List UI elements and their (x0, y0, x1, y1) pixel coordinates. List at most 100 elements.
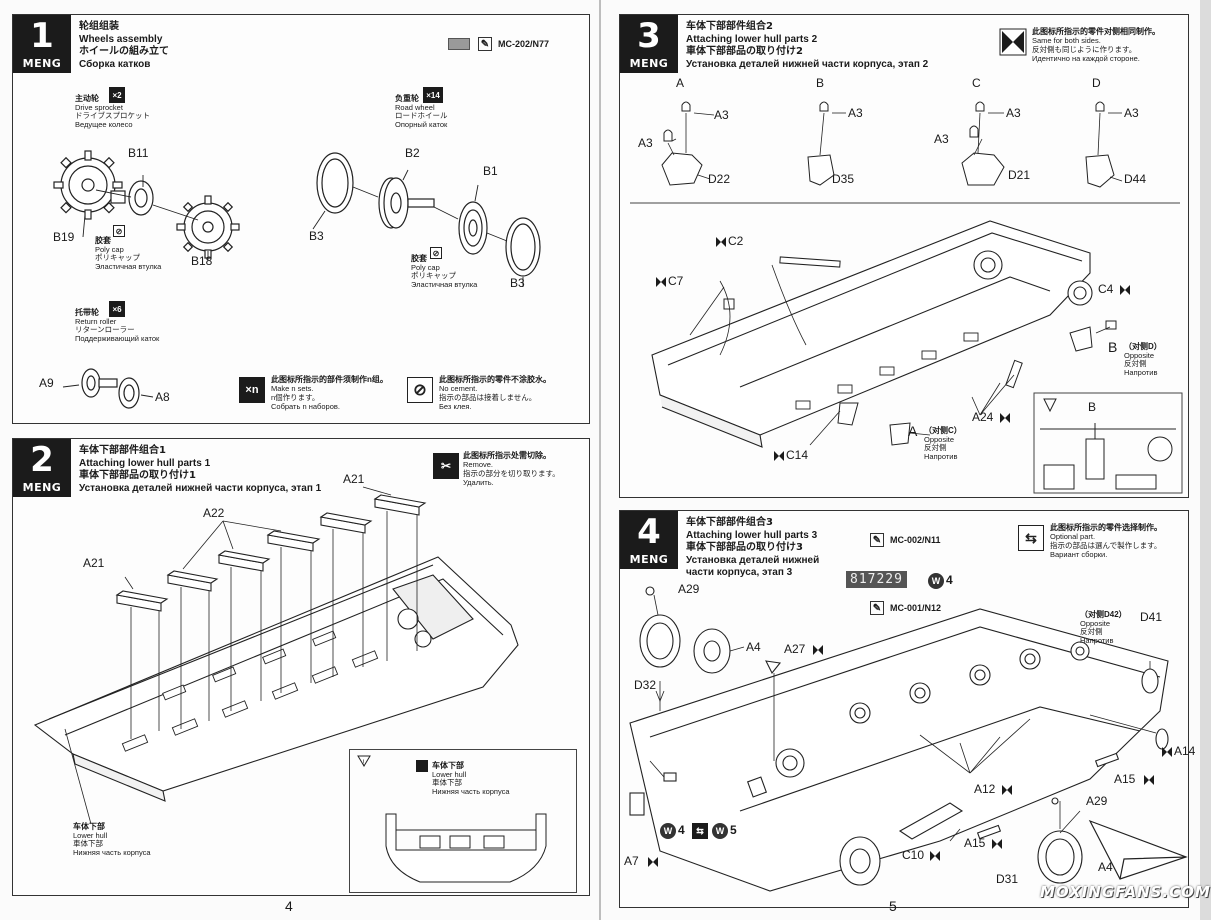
inset-hull-section: ! (357, 755, 547, 883)
part-a7: A7 (624, 854, 639, 868)
step-badge: 2 MENG (13, 439, 71, 497)
make-n-en: Make n sets. (271, 384, 314, 393)
opposite-c-ja: 反対側 (924, 443, 947, 452)
return-roller-label: 托带轮 Return roller リターンローラー Поддерживающи… (75, 308, 159, 343)
paint-callout: ✎ MC-202/N77 (448, 37, 549, 51)
opposite-d-ja: 反対側 (1124, 359, 1147, 368)
part-a3: A3 (1124, 106, 1139, 120)
sprocket-en: Drive sprocket (75, 102, 123, 112)
no-cement-en: No cement. (439, 384, 478, 393)
part-a15: A15 (964, 836, 986, 850)
no-cement-ru: Без клея. (439, 402, 472, 411)
lower-hull-diagram (33, 486, 519, 825)
poly-cap-ru: Эластичная втулка (411, 279, 478, 289)
page-number: 5 (889, 898, 897, 914)
step-title-ja: 車体下部部品の取り付け2 (686, 46, 803, 57)
brand-logo: MENG (22, 481, 62, 494)
part-a9: A9 (39, 376, 54, 390)
part-b18: B18 (191, 254, 213, 268)
no-cement-icon: ⊘ (113, 225, 125, 237)
step-title-ru: Установка деталей нижней части корпуса, … (79, 482, 322, 494)
opposite-d-ru: Напротив (1124, 367, 1158, 377)
sprocket-ru: Ведущее колесо (75, 119, 133, 129)
optional-part-icon: ⇆ (1018, 525, 1044, 551)
part-b2: B2 (405, 146, 420, 160)
paint-code-1: MC-002/N11 (890, 535, 941, 545)
step-title-ru: Сборка катков (79, 58, 151, 70)
same-both-ja: 反対側も同じように作ります。 (1032, 45, 1137, 54)
same-both-sides-note: 此图标所指示的零件对侧相同制作。 Same for both sides. 反対… (1032, 27, 1160, 63)
step-title-ja: 車体下部部品の取り付け1 (79, 470, 196, 481)
step-title-en: Attaching lower hull parts 1 (79, 457, 211, 469)
paint-swatch (448, 38, 470, 50)
opposite-d42-en: Opposite (1080, 618, 1111, 628)
brush-icon: ✎ (870, 533, 884, 547)
page-number: 4 (285, 898, 293, 914)
water-decal-icon: W (660, 823, 676, 839)
part-a27: A27 (784, 642, 806, 656)
no-cement-note: 此图标所指示的零件不涂胶水。 No cement. 指示の部品は接着しません。 … (439, 375, 551, 411)
decal-swap-icon: ⇆ (692, 823, 708, 839)
step-title-en: Attaching lower hull parts 2 (686, 33, 818, 45)
opposite-c-zh: （对侧C） (924, 426, 962, 435)
step-number: 4 (637, 512, 661, 552)
step-title-zh: 轮组组装 (79, 21, 119, 32)
opposite-d42-ru: Напротив (1080, 635, 1114, 645)
optional-ja: 指示の部品は選んで製作します。 (1050, 541, 1162, 550)
step-title-en: Wheels assembly (79, 33, 163, 45)
sprocket-label: 主动轮 Drive sprocket ドライブスプロケット Ведущее ко… (75, 94, 150, 129)
paint-code-2: MC-001/N12 (890, 603, 942, 613)
quantity-badge: ×6 (109, 301, 125, 317)
water-decal-icon: W (712, 823, 728, 839)
part-c7: C7 (668, 274, 684, 288)
lower-hull-en: Lower hull (73, 830, 108, 840)
step-4-diagram (629, 586, 1188, 892)
step-title-group: 车体下部部件组合2 Attaching lower hull parts 2 車… (686, 21, 928, 71)
no-cement-icon: ⊘ (407, 377, 433, 403)
same-both-sides-icon (999, 28, 1027, 56)
part-d21: D21 (1008, 168, 1031, 182)
part-a21: A21 (343, 472, 365, 486)
step-title-ja: ホイールの組み立て (79, 46, 169, 57)
same-both-ru: Идентично на каждой стороне. (1032, 54, 1140, 63)
inset-lower-hull-label: 车体下部 Lower hull 車体下部 Нижняя часть корпус… (432, 761, 510, 796)
same-both-en: Same for both sides. (1032, 36, 1101, 45)
instruction-page-left: 1 MENG 轮组组装 Wheels assembly ホイールの組み立て Сб… (0, 0, 599, 920)
opposite-d-en: Opposite (1124, 350, 1155, 360)
return-roller-ja: リターンローラー (75, 325, 135, 334)
optional-en: Optional part. (1050, 532, 1096, 541)
remove-icon: ✂ (433, 453, 459, 479)
paint-callout-2: ✎ MC-001/N12 (870, 601, 941, 615)
remove-note: 此图标所指示处需切除。 Remove. 指示の部分を切り取ります。 Удалит… (463, 451, 560, 487)
part-a15: A15 (1114, 772, 1136, 786)
part-b19: B19 (53, 230, 75, 244)
lower-hull-ja: 車体下部 (73, 839, 103, 848)
inset-part-b: B (1088, 400, 1097, 414)
opposite-d-zh: （对侧D） (1124, 342, 1162, 351)
sprocket-zh: 主动轮 (75, 94, 99, 103)
optional-part-note: 此图标所指示的零件选择制作。 Optional part. 指示の部品は選んで製… (1050, 523, 1162, 559)
opposite-c-en: Opposite (924, 434, 955, 444)
remove-ja: 指示の部分を切り取ります。 (463, 469, 560, 478)
sub-label-d: D (1092, 76, 1101, 90)
part-a4: A4 (1098, 860, 1113, 874)
step-badge: 1 MENG (13, 15, 71, 73)
inset-lower-hull-ja: 車体下部 (432, 778, 462, 787)
make-n-zh: 此图标所指示的部件须制作n组。 (271, 375, 388, 384)
poly-cap-ja: ポリキャップ (95, 253, 140, 262)
poly-cap-ru: Эластичная втулка (95, 261, 162, 271)
inset-lower-hull-ru: Нижняя часть корпуса (432, 786, 510, 796)
make-n-sets-icon: ×n (239, 377, 265, 403)
inset-lower-hull-zh: 车体下部 (432, 761, 464, 770)
part-a3: A3 (638, 136, 653, 150)
part-d44: D44 (1124, 172, 1147, 186)
make-n-sets-note: 此图标所指示的部件须制作n组。 Make n sets. n個作ります。 Соб… (271, 375, 388, 411)
decal-w4: 4 (946, 573, 953, 587)
part-b3: B3 (309, 229, 324, 243)
step-title-ru-1: Установка деталей нижней (686, 554, 820, 566)
same-both-sides-icon (1002, 785, 1012, 795)
road-wheel-zh: 负重轮 (395, 94, 419, 103)
brush-icon: ✎ (478, 37, 492, 51)
same-both-sides-icon (1162, 747, 1172, 757)
same-both-sides-icon (813, 645, 823, 655)
